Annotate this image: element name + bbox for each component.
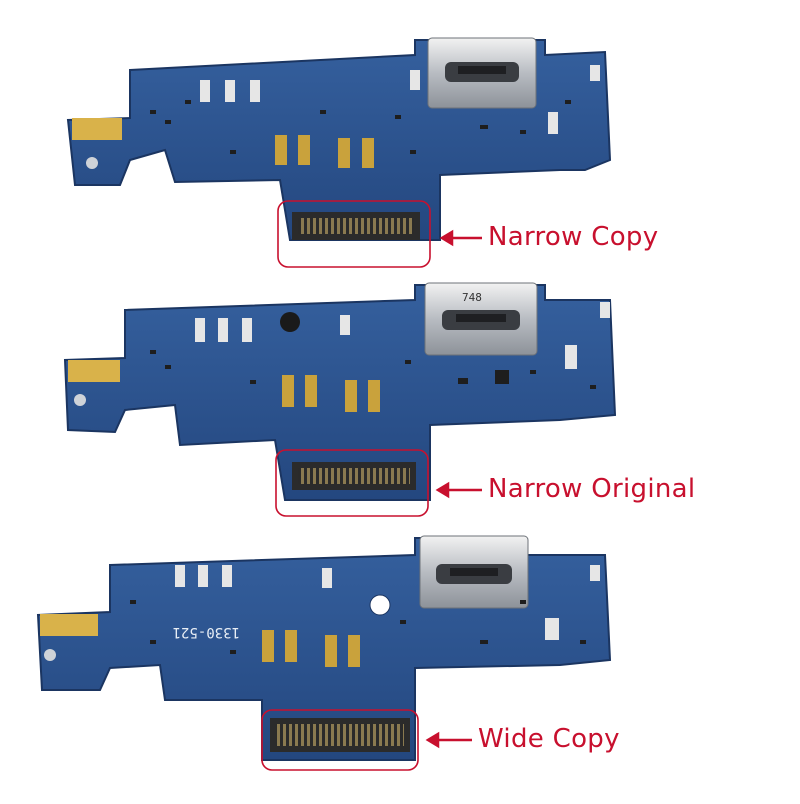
usb-port bbox=[427, 37, 537, 109]
mount-hole bbox=[369, 594, 391, 616]
pcb-board-narrow-original: 748 bbox=[63, 282, 617, 517]
highlight-box bbox=[261, 709, 419, 771]
gold-pad bbox=[40, 614, 98, 636]
highlight-box bbox=[277, 200, 431, 268]
usb-port bbox=[424, 282, 538, 356]
pcb-marking: 1330-521 bbox=[173, 624, 240, 640]
highlight-box bbox=[275, 449, 429, 517]
board-to-board-connector bbox=[292, 462, 416, 490]
pcb-board-wide-copy: 1330-521 bbox=[36, 535, 612, 771]
label-wide-copy: Wide Copy bbox=[478, 724, 620, 754]
antenna-connector bbox=[44, 649, 56, 661]
pcb-board-narrow-copy bbox=[66, 37, 612, 268]
board-to-board-connector bbox=[270, 718, 410, 752]
arrow-head bbox=[425, 731, 440, 749]
chip-marking: 748 bbox=[462, 291, 482, 304]
usb-port bbox=[419, 535, 529, 609]
label-narrow-copy: Narrow Copy bbox=[488, 222, 659, 252]
label-narrow-original: Narrow Original bbox=[488, 474, 696, 504]
arrow-head bbox=[439, 229, 454, 247]
board-to-board-connector bbox=[292, 212, 420, 240]
antenna-connector bbox=[86, 157, 98, 169]
arrow-head bbox=[435, 481, 450, 499]
gold-pad bbox=[68, 360, 120, 382]
antenna-connector bbox=[74, 394, 86, 406]
arrows bbox=[425, 229, 482, 749]
gold-pad bbox=[72, 118, 122, 140]
microphone bbox=[280, 312, 300, 332]
